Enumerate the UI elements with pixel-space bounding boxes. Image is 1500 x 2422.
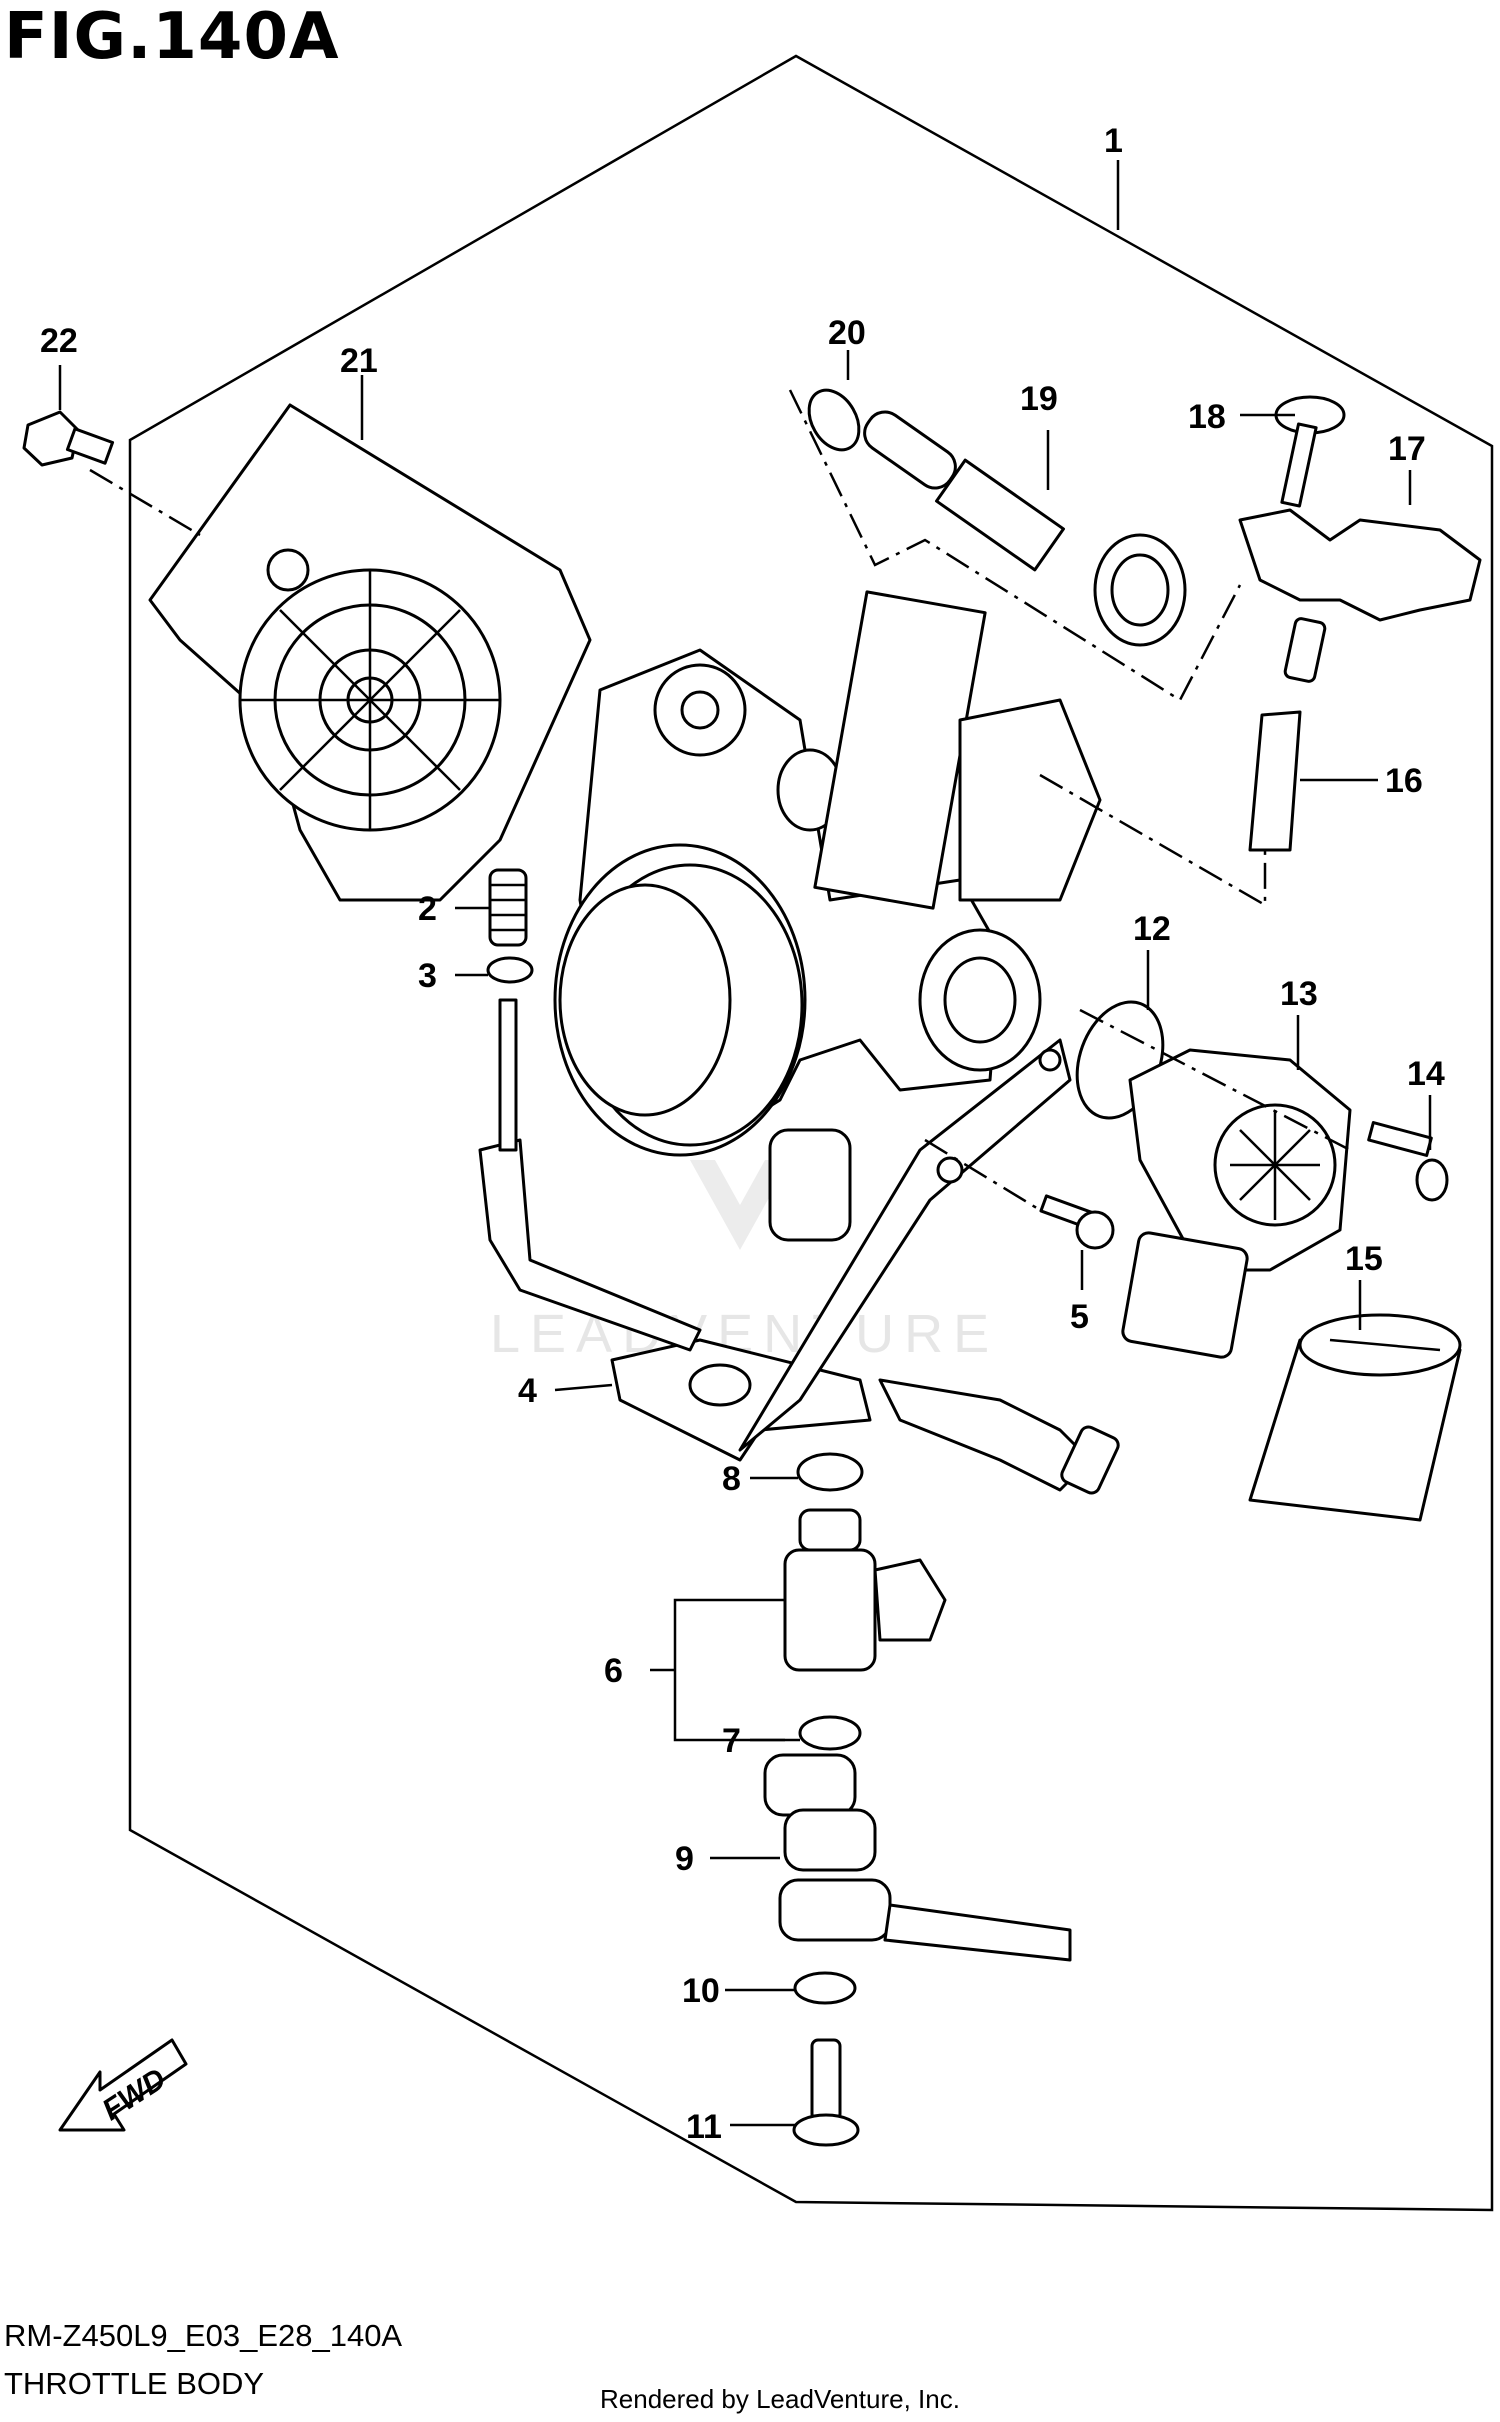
guide-line-14 (1079, 1008, 1351, 1152)
callout-2: 2 (418, 890, 437, 928)
callout-14: 14 (1407, 1055, 1445, 1093)
callout-12: 12 (1133, 910, 1171, 948)
bolt-18 (1274, 395, 1346, 508)
model-code: RM-Z450L9_E03_E28_140A (4, 2318, 403, 2353)
guide-line-22 (89, 468, 201, 537)
callout-18: 18 (1188, 398, 1226, 436)
assembly-outline (128, 54, 1494, 2212)
callout-21: 21 (340, 342, 378, 380)
callout-7: 7 (722, 1722, 741, 1760)
connector-17 (1238, 508, 1482, 683)
sensor-19 (863, 410, 1187, 647)
figure-title: FIG.140A (4, 0, 340, 74)
hose-16 (1248, 710, 1302, 852)
bolt-11 (792, 2038, 860, 2147)
callout-6: 6 (604, 1652, 623, 1690)
screw-5 (1039, 1194, 1115, 1250)
callout-19: 19 (1020, 380, 1058, 418)
callout-5: 5 (1070, 1298, 1089, 1336)
pipe-9 (763, 1753, 1072, 1962)
callout-17: 17 (1388, 430, 1426, 468)
section-name: THROTTLE BODY (4, 2366, 265, 2401)
o-ring-7 (798, 1715, 862, 1751)
injector-6 (783, 1508, 947, 1672)
cover-part-21 (148, 403, 592, 902)
intake-bell (553, 843, 807, 1157)
washer-3 (486, 956, 534, 984)
callout-4: 4 (518, 1372, 537, 1410)
guide-line-16 (1039, 773, 1267, 908)
callout-11: 11 (686, 2108, 722, 2146)
spring-2 (488, 868, 528, 947)
callout-13: 13 (1280, 975, 1318, 1013)
callout-15: 15 (1345, 1240, 1383, 1278)
callout-8: 8 (722, 1460, 741, 1498)
fwd-direction-arrow: FWD (58, 2038, 188, 2132)
rendered-by-credit: Rendered by LeadVenture, Inc. (600, 2384, 960, 2414)
callout-3: 3 (418, 957, 437, 995)
o-ring-20 (807, 388, 861, 452)
callout-1: 1 (1104, 122, 1123, 160)
callout-20: 20 (828, 314, 866, 352)
callout-9: 9 (675, 1840, 694, 1878)
callout-10: 10 (682, 1972, 720, 2010)
washer-10 (793, 1971, 857, 2005)
filter-15 (1248, 1313, 1462, 1522)
bolt-22 (22, 410, 115, 467)
bracket-4 (478, 998, 1120, 1495)
callout-22: 22 (40, 322, 78, 360)
sensor-13 (1121, 1048, 1352, 1359)
screw-14 (1367, 1121, 1449, 1202)
callout-numbers: 1 2 3 4 5 6 7 8 9 10 11 12 13 14 15 16 1… (40, 122, 1445, 2146)
callout-16: 16 (1385, 762, 1423, 800)
guide-line-5 (924, 1138, 1041, 1212)
washer-8 (796, 1452, 864, 1492)
guide-line-20 (788, 389, 1242, 702)
leader-lines (58, 160, 1432, 2127)
